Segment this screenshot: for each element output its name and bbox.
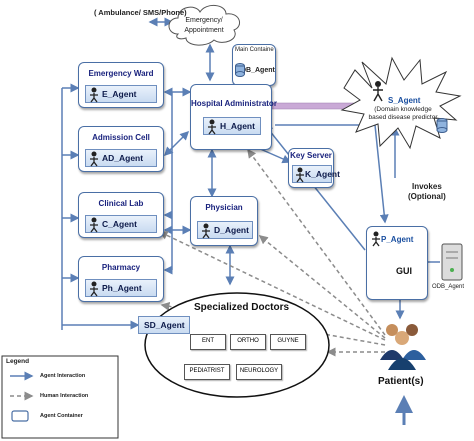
person-icon	[90, 151, 98, 167]
k-agent[interactable]: K_Agent	[292, 165, 340, 183]
emergency-cloud	[168, 5, 241, 46]
legend-agent-interaction: Agent Interaction	[40, 373, 86, 379]
legend-title: Legend	[6, 358, 30, 365]
e-agent[interactable]: E_Agent	[85, 85, 157, 103]
person-icon	[372, 231, 380, 247]
server-icon	[441, 243, 463, 281]
specialty-pediatrist[interactable]: PEDIATRIST	[184, 364, 230, 380]
legend-agent-container: Agent Container	[40, 413, 83, 419]
physician-box[interactable]: Physician D_Agent	[190, 196, 258, 246]
gui-label: GUI	[396, 266, 413, 276]
patient-label: Patient(s)	[378, 376, 424, 387]
c-agent[interactable]: C_Agent	[85, 215, 157, 233]
sd-agent-label: SD_Agent	[144, 320, 185, 330]
odb-agent-label: ODB_Agent	[432, 284, 465, 290]
emergency-ward-box[interactable]: Emergency Ward E_Agent	[78, 62, 164, 108]
person-icon	[90, 217, 98, 233]
s-agent-database-icon	[436, 118, 448, 133]
ph-agent-label: Ph_Agent	[102, 283, 142, 293]
sd-agent[interactable]: SD_Agent	[138, 316, 190, 334]
specialty-neurology[interactable]: NEUROLOGY	[236, 364, 282, 380]
d-agent-label: D_Agent	[214, 225, 249, 235]
clinical-lab-box[interactable]: Clinical Lab C_Agent	[78, 192, 164, 238]
legend-frame	[1, 355, 119, 439]
pharmacy-title: Pharmacy	[101, 263, 141, 272]
person-icon	[90, 87, 98, 103]
specialized-doctors-title: Specialized Doctors	[194, 302, 290, 313]
p-agent-label: P_Agent	[381, 235, 414, 244]
clinical-lab-title: Clinical Lab	[98, 199, 144, 208]
s-agent-person-icon	[373, 81, 383, 102]
ph-agent[interactable]: Ph_Agent	[85, 279, 157, 297]
person-icon	[202, 223, 210, 239]
hospital-admin-title: Hospital Administrator	[191, 99, 277, 108]
key-server-title: Key Server	[290, 151, 332, 160]
main-container-title: Main Containe	[235, 47, 274, 53]
s-agent-label: S_Agent	[388, 96, 421, 105]
specialty-ortho[interactable]: ORTHO	[230, 334, 266, 350]
hospital-admin-box[interactable]: Hospital Administrator H_Agent	[190, 84, 277, 150]
patients-icon	[380, 324, 426, 370]
ad-agent-label: AD_Agent	[102, 153, 144, 163]
e-agent-label: E_Agent	[102, 89, 137, 99]
key-server-box[interactable]: Key Server K_Agent	[288, 148, 340, 188]
specialty-ent[interactable]: ENT	[190, 334, 226, 350]
h-agent[interactable]: H_Agent	[203, 117, 261, 135]
ad-agent[interactable]: AD_Agent	[85, 149, 157, 167]
s-agent-description: (Domain knowledge based disease predicto…	[368, 106, 438, 121]
admission-cell-title: Admission Cell	[92, 133, 150, 142]
h-agent-label: H_Agent	[220, 121, 255, 131]
c-agent-label: C_Agent	[102, 219, 137, 229]
cloud-label: Emergency/ Appointment	[184, 17, 224, 34]
main-container-box[interactable]: Main Containe DB_Agent	[232, 44, 276, 86]
person-icon	[208, 119, 216, 135]
emergency-ward-title: Emergency Ward	[88, 69, 154, 78]
specialty-guyne[interactable]: GUYNE	[270, 334, 306, 350]
person-icon	[296, 167, 304, 183]
physician-title: Physician	[205, 203, 243, 212]
db-agent-label: DB_Agent	[241, 67, 275, 74]
invokes-label: Invokes (Optional)	[408, 182, 446, 201]
k-agent-label: K_Agent	[305, 169, 340, 179]
external-channels-label: ( Ambulance/ SMS/Phone)	[94, 8, 187, 17]
person-icon	[90, 281, 98, 297]
pharmacy-box[interactable]: Pharmacy Ph_Agent	[78, 256, 164, 302]
database-icon	[235, 63, 245, 77]
d-agent[interactable]: D_Agent	[197, 221, 253, 239]
p-agent-box[interactable]: P_Agent	[366, 226, 428, 300]
legend-human-interaction: Human Interaction	[40, 393, 89, 399]
admission-cell-box[interactable]: Admission Cell AD_Agent	[78, 126, 164, 172]
